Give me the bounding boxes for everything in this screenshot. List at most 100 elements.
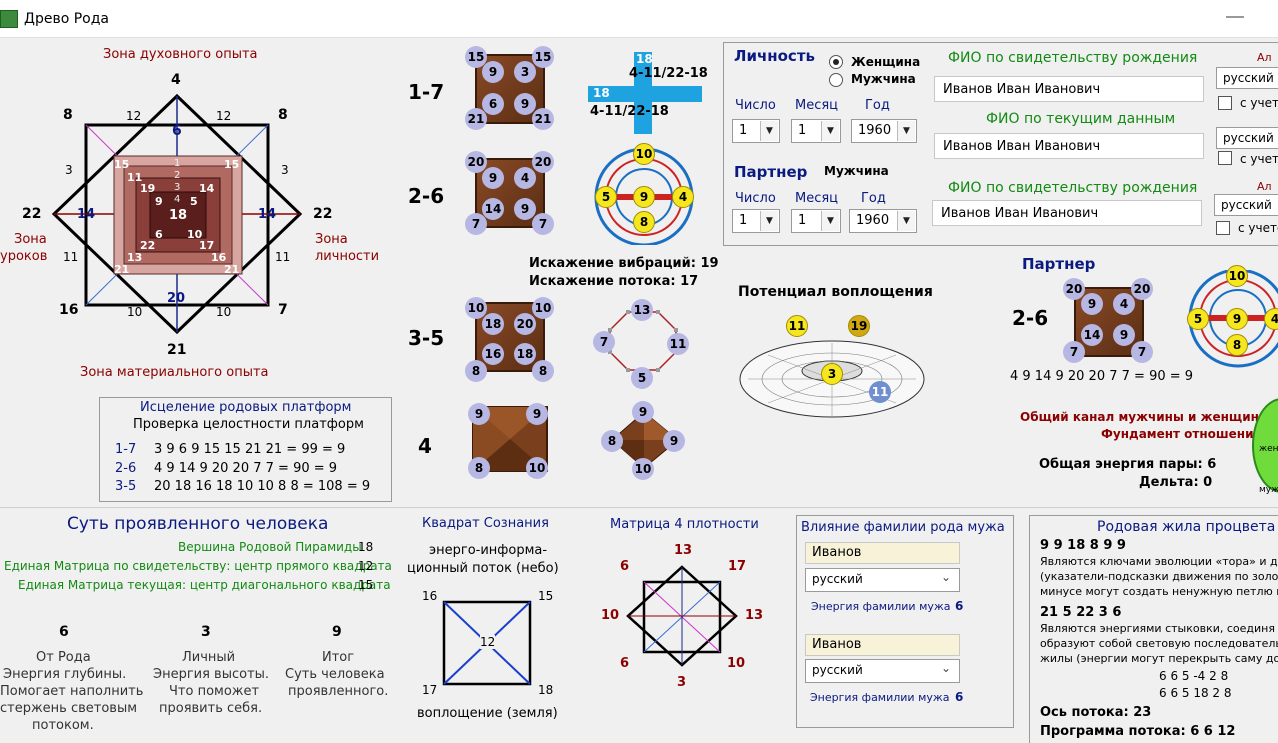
partner-year-select[interactable]: 1960▼ bbox=[849, 209, 917, 233]
pr-left: 5 bbox=[1187, 308, 1209, 330]
account-checkbox-1[interactable] bbox=[1218, 96, 1232, 110]
pp-tl: 20 bbox=[1063, 278, 1085, 300]
consciousness-title: Квадрат Сознания bbox=[422, 516, 549, 531]
pr-right: 4 bbox=[1264, 308, 1278, 330]
essence-row-label: Единая Матрица по свидетельству: центр п… bbox=[4, 559, 392, 573]
essence-col1-l5: потоком. bbox=[32, 718, 94, 733]
essence-title: Суть проявленного человека bbox=[67, 514, 329, 534]
essence-row-value: 12 bbox=[358, 559, 374, 573]
partner-lang-select[interactable]: русский bbox=[1214, 194, 1278, 216]
pp-i1: 9 bbox=[1081, 293, 1103, 315]
zone-lessons-2: уроков bbox=[0, 249, 48, 264]
distortion-vibrations: Искажение вибраций: 19 bbox=[529, 256, 719, 271]
vein-text-4: Являются энергиями стыковки, соединя bbox=[1040, 622, 1275, 635]
pyr-b10r: 10 bbox=[216, 305, 232, 319]
pyr-l14: 14 bbox=[77, 207, 96, 222]
person-title: Личность bbox=[734, 47, 816, 65]
chevron-down-icon: ▼ bbox=[821, 121, 839, 141]
octagon-top: 13 bbox=[631, 299, 653, 321]
p26-br: 7 bbox=[532, 213, 554, 235]
matrix4-diagram bbox=[626, 565, 738, 667]
female-radio[interactable] bbox=[829, 55, 843, 69]
essence-col2-l2: Энергия высоты. bbox=[153, 667, 270, 682]
diamond-right: 9 bbox=[663, 430, 685, 452]
pp-i2: 4 bbox=[1113, 293, 1135, 315]
pp-i4: 9 bbox=[1113, 324, 1135, 346]
ring-center: 9 bbox=[633, 186, 655, 208]
cross-line2: 4-11/22-18 bbox=[590, 104, 669, 119]
minimize-button[interactable] bbox=[1226, 16, 1244, 18]
pyr-c22: 22 bbox=[140, 239, 156, 252]
male-radio[interactable] bbox=[829, 73, 843, 87]
account-label-2: с учето bbox=[1240, 152, 1278, 166]
pyr-l22: 22 bbox=[22, 206, 42, 222]
essence-col2-l3: Что поможет bbox=[169, 684, 260, 699]
vein-axis: Ось потока: 23 bbox=[1040, 705, 1152, 720]
essence-row-value: 18 bbox=[358, 540, 374, 554]
p17-i3: 6 bbox=[482, 93, 504, 115]
chevron-down-icon: ▼ bbox=[897, 211, 915, 231]
surname-lang-select-1[interactable]: русский⌄ bbox=[805, 568, 960, 592]
p26-i4: 9 bbox=[514, 198, 536, 220]
essence-row-label: Вершина Родовой Пирамиды bbox=[178, 540, 362, 554]
chevron-down-icon: ▼ bbox=[760, 121, 778, 141]
fio-birth-input[interactable]: Иванов Иван Иванович bbox=[934, 76, 1204, 102]
year-select[interactable]: 1960▼ bbox=[851, 119, 917, 143]
account-checkbox-2[interactable] bbox=[1218, 151, 1232, 165]
pr-top: 10 bbox=[1226, 265, 1248, 287]
partner-account-checkbox[interactable] bbox=[1216, 221, 1230, 235]
p17-bl: 21 bbox=[465, 108, 487, 130]
partner-fio-label: ФИО по свидетельству рождения bbox=[948, 180, 1198, 196]
essence-col2-l4: проявить себя. bbox=[159, 701, 263, 716]
partner-fio-input[interactable]: Иванов Иван Иванович bbox=[932, 200, 1202, 226]
surname-input-1[interactable]: Иванов bbox=[805, 542, 960, 564]
day-label: Число bbox=[735, 98, 776, 113]
chevron-down-icon: ⌄ bbox=[940, 570, 951, 584]
vein-calc-1: 6 6 5 -4 2 8 bbox=[1159, 669, 1229, 683]
pyr-b10l: 10 bbox=[127, 305, 143, 319]
platform-26-label: 2-6 bbox=[408, 184, 445, 208]
person-panel: Личность Женщина Мужчина ФИО по свидетел… bbox=[723, 42, 1278, 246]
surname-title: Влияние фамилии рода мужа bbox=[801, 520, 1005, 535]
pyr-c17: 17 bbox=[199, 239, 215, 252]
potential-title: Потенциал воплощения bbox=[738, 284, 933, 300]
chevron-down-icon: ⌄ bbox=[940, 661, 951, 675]
male-label: Мужчина bbox=[851, 72, 916, 86]
pyr-l11: 11 bbox=[63, 250, 79, 264]
consciousness-br: 18 bbox=[538, 683, 554, 697]
consciousness-tr: 15 bbox=[538, 589, 554, 603]
partner-gender: Мужчина bbox=[824, 164, 889, 178]
partner-month-label: Месяц bbox=[795, 191, 839, 206]
essence-col2-l1: Личный bbox=[182, 650, 236, 665]
healing-row-label: 3-5 bbox=[115, 479, 137, 494]
p4-bl: 8 bbox=[468, 457, 490, 479]
surname-input-2[interactable]: Иванов bbox=[805, 634, 960, 656]
partner-month-select[interactable]: 1▼ bbox=[791, 209, 841, 233]
fio-current-input[interactable]: Иванов Иван Иванович bbox=[934, 133, 1204, 159]
essence-col3-l1: Итог bbox=[322, 650, 355, 665]
pyr-tl: 8 bbox=[63, 107, 73, 123]
zone-material: Зона материального опыта bbox=[80, 365, 269, 380]
matrix4-br: 10 bbox=[727, 656, 746, 671]
p26-i3: 14 bbox=[482, 198, 504, 220]
ring-left: 5 bbox=[595, 186, 617, 208]
p35-i1: 18 bbox=[482, 313, 504, 335]
distortion-flow: Искажение потока: 17 bbox=[529, 274, 699, 289]
day-select[interactable]: 1▼ bbox=[732, 119, 780, 143]
lang-select-1[interactable]: русский bbox=[1216, 67, 1278, 89]
healing-row-value: 3 9 6 9 15 15 21 21 = 99 = 9 bbox=[154, 442, 346, 457]
essence-col1-l4: стержень световым bbox=[0, 701, 138, 716]
diamond-top: 9 bbox=[632, 401, 654, 423]
p35-bl: 8 bbox=[465, 360, 487, 382]
month-select[interactable]: 1▼ bbox=[791, 119, 841, 143]
vein-panel: Родовая жила процвета 9 9 18 8 9 9 Являю… bbox=[1029, 515, 1278, 743]
p17-tr: 15 bbox=[532, 46, 554, 68]
consciousness-bl: 17 bbox=[422, 683, 438, 697]
surname-lang-select-2[interactable]: русский⌄ bbox=[805, 659, 960, 683]
partner-day-select[interactable]: 1▼ bbox=[732, 209, 780, 233]
pyr-br7: 7 bbox=[278, 302, 288, 318]
lang-select-2[interactable]: русский bbox=[1216, 127, 1278, 149]
p35-tr: 10 bbox=[532, 297, 554, 319]
pyr-c9: 9 bbox=[155, 195, 163, 208]
zone-personality-1: Зона bbox=[315, 232, 348, 247]
